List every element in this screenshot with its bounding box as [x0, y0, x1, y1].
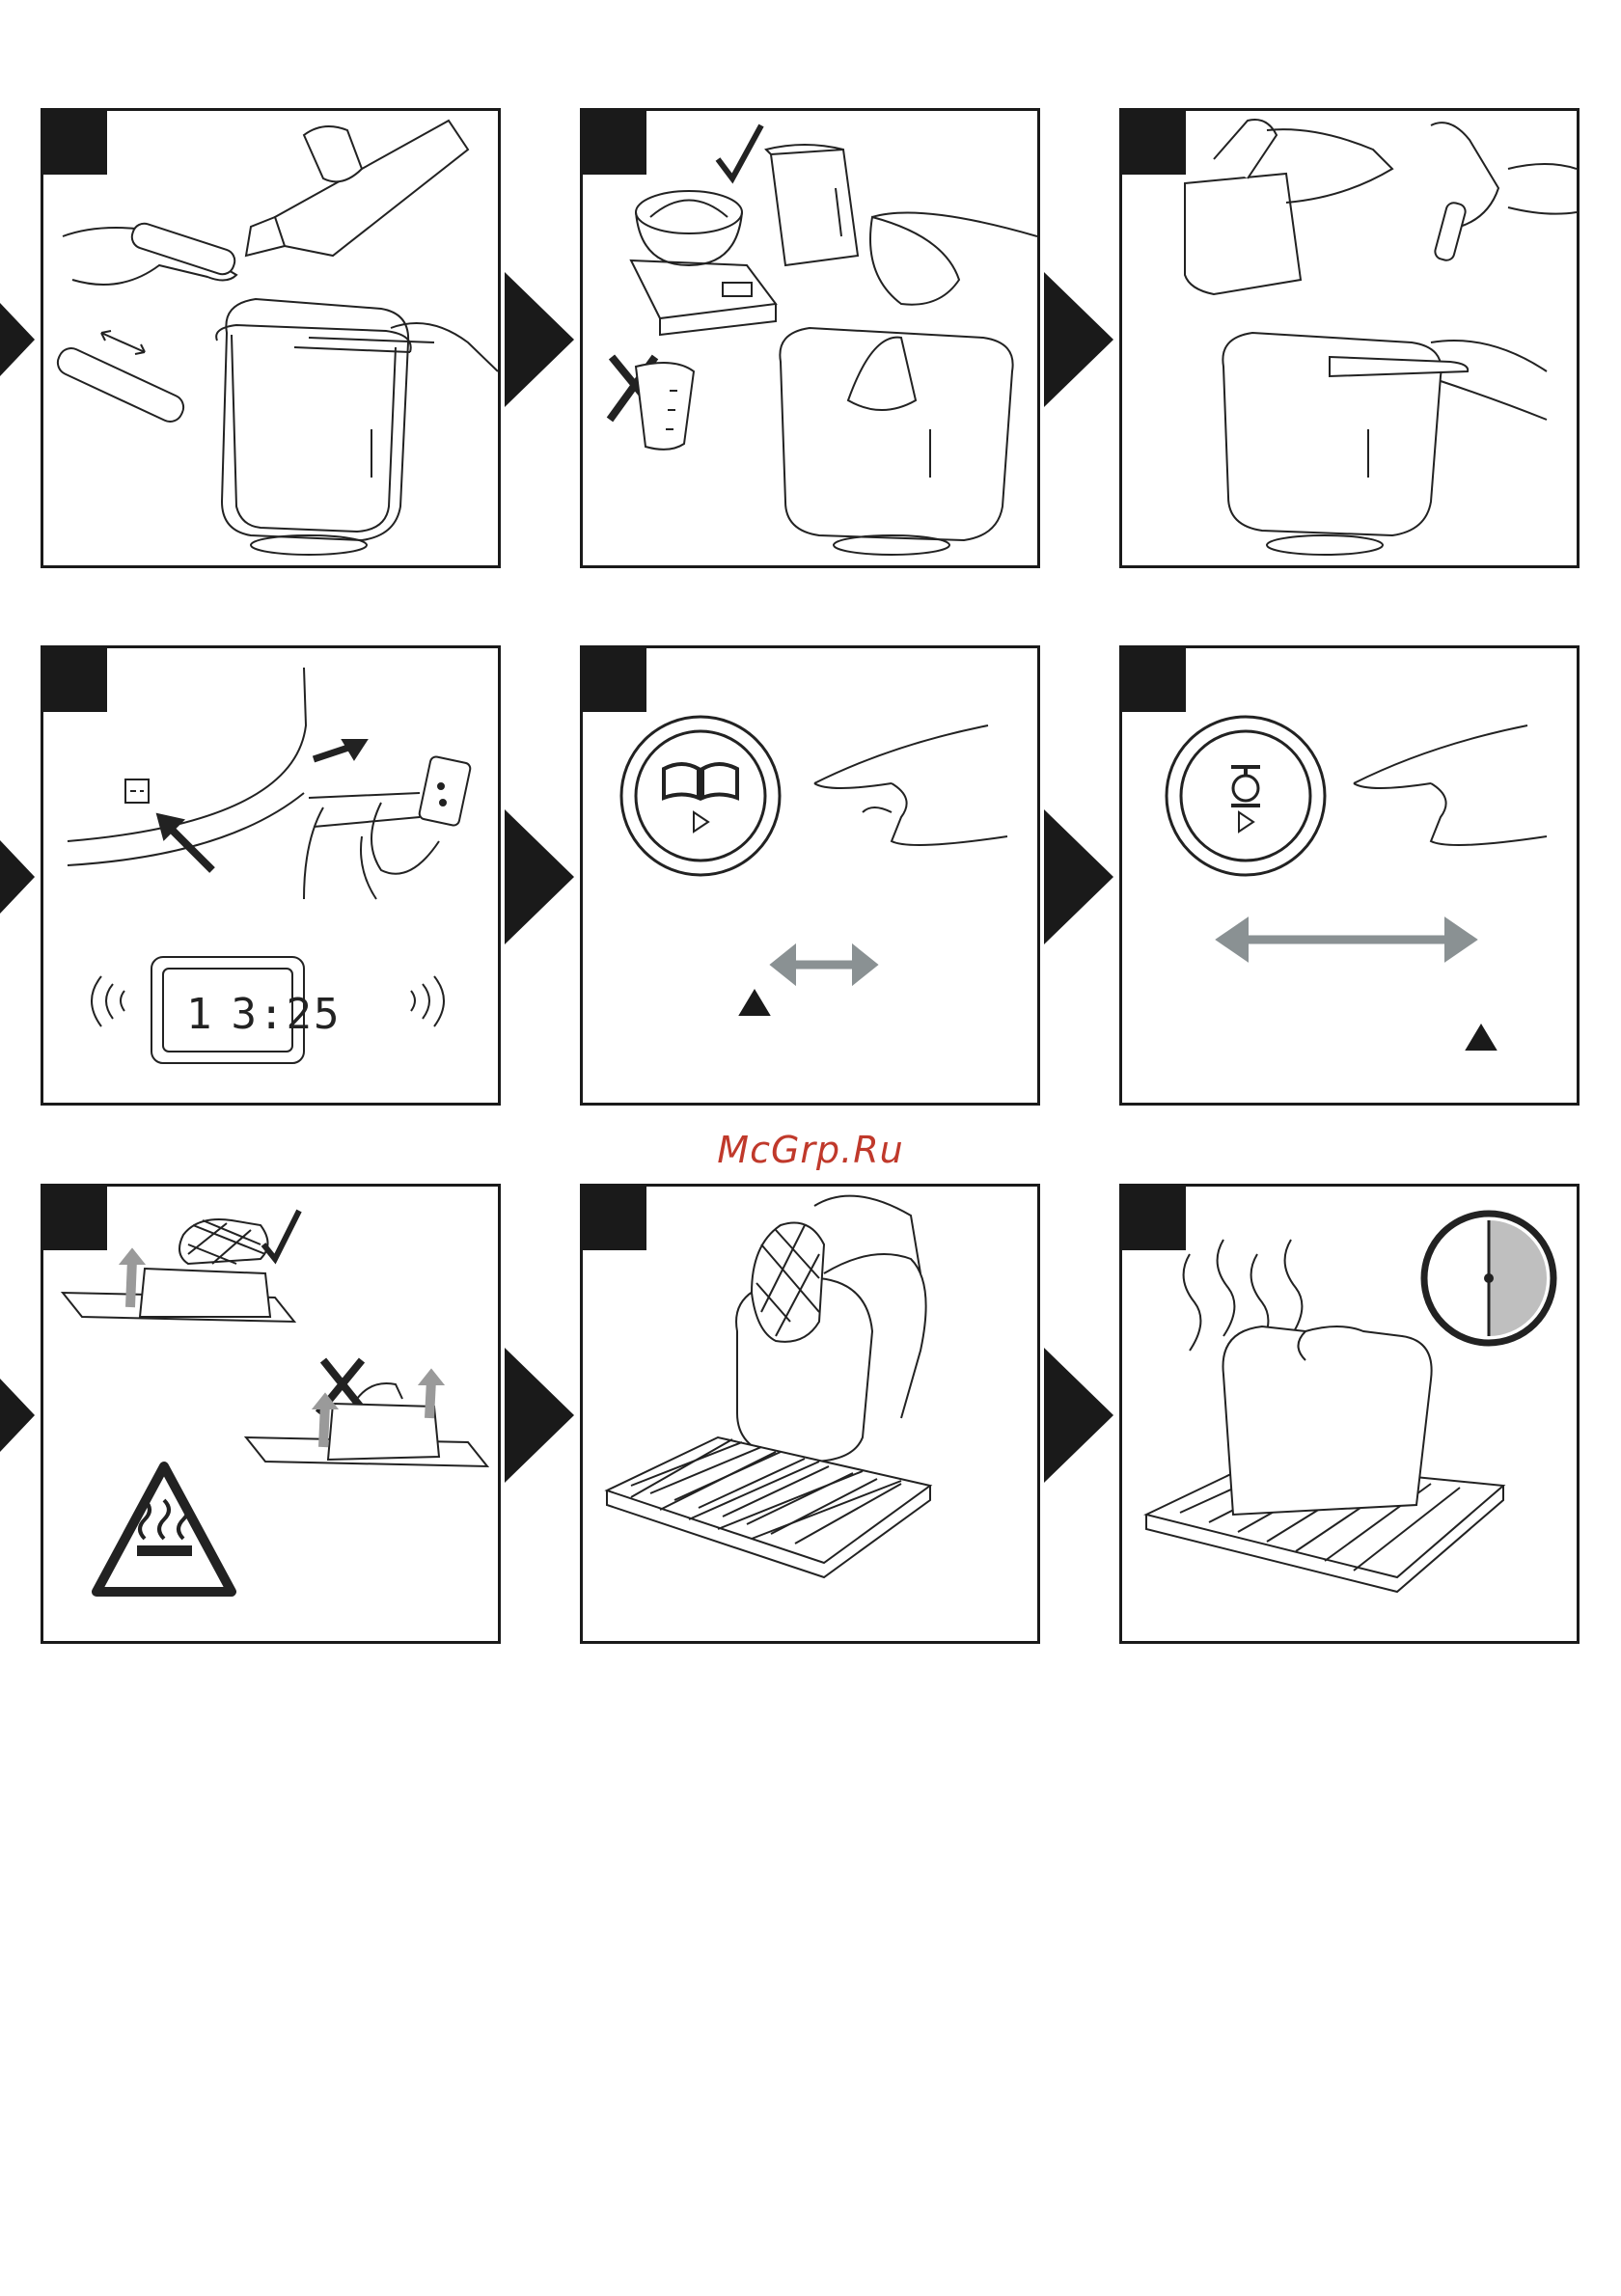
weigh-flour-illustration — [583, 111, 1037, 565]
step-panel-7 — [41, 1184, 501, 1644]
flow-arrow — [505, 272, 574, 407]
edge-arrow — [0, 1379, 35, 1452]
scale-icon — [1231, 767, 1260, 806]
flow-arrow — [1044, 809, 1113, 944]
edge-arrow — [0, 840, 35, 914]
recipe-button-illustration — [583, 648, 1037, 1103]
watermark-text: McGrp.Ru — [0, 1129, 1621, 1171]
time-readout: 3:25 — [232, 990, 342, 1039]
add-yeast-illustration — [1122, 111, 1577, 565]
step-panel-1 — [41, 108, 501, 568]
measure-liquid-illustration — [43, 111, 498, 565]
step-panel-5 — [580, 645, 1040, 1106]
flow-arrow — [505, 1348, 574, 1483]
weight-button-illustration — [1122, 648, 1577, 1103]
step-panel-8 — [580, 1184, 1040, 1644]
remove-pan-illustration — [43, 1187, 498, 1641]
turn-out-bread-illustration — [583, 1187, 1037, 1641]
step-panel-2 — [580, 108, 1040, 568]
hot-surface-warning-icon — [96, 1466, 232, 1592]
edge-arrow — [0, 303, 35, 376]
cool-bread-illustration — [1122, 1187, 1577, 1641]
step-panel-9 — [1119, 1184, 1580, 1644]
step-panel-3 — [1119, 108, 1580, 568]
flow-arrow — [505, 809, 574, 944]
program-number: 1 — [186, 990, 214, 1039]
step-panel-6 — [1119, 645, 1580, 1106]
book-icon — [664, 764, 737, 798]
clock-icon — [1424, 1214, 1553, 1343]
flow-arrow — [1044, 1348, 1113, 1483]
flow-arrow — [1044, 272, 1113, 407]
step-panel-4: 1 3:25 — [41, 645, 501, 1106]
